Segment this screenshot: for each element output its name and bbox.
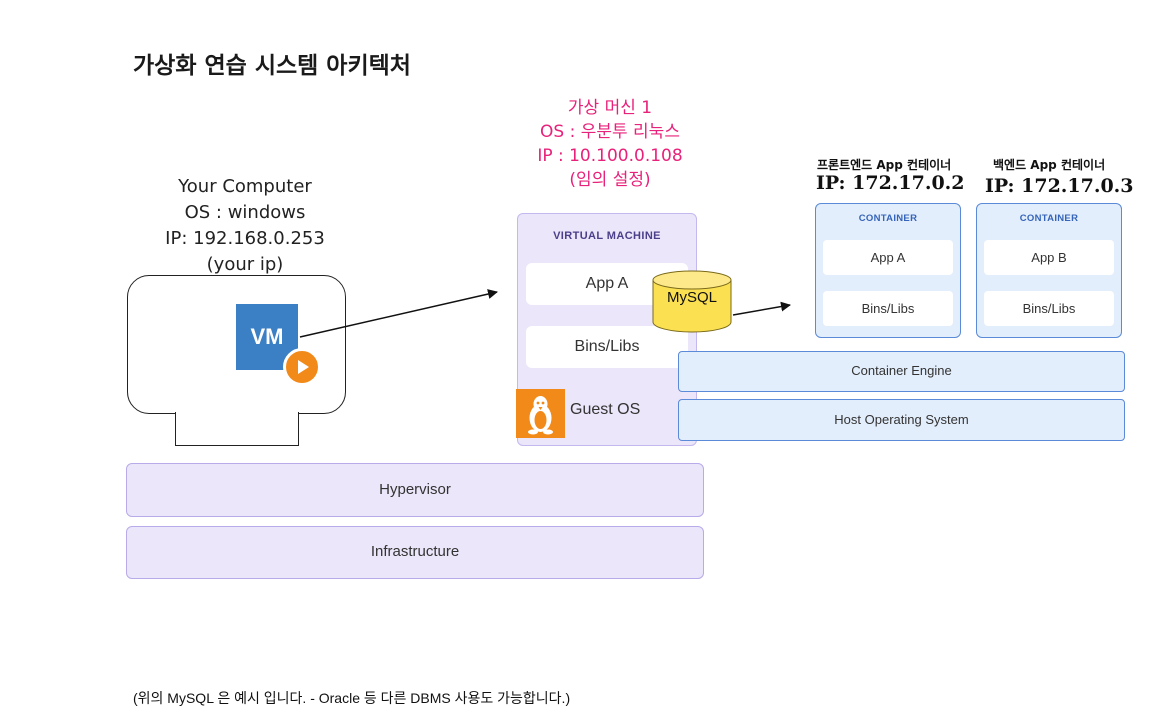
vm-bins-libs: Bins/Libs bbox=[526, 326, 688, 368]
mysql-label: MySQL bbox=[666, 289, 717, 306]
footnote: (위의 MySQL 은 예시 입니다. - Oracle 등 다른 DBMS 사… bbox=[133, 690, 571, 706]
your-computer-ip-note: (your ip) bbox=[206, 254, 284, 275]
frontend-container-title: 프론트엔드 App 컨테이너 bbox=[817, 158, 952, 172]
hypervisor-layer: Hypervisor bbox=[126, 463, 704, 517]
frontend-container-bins: Bins/Libs bbox=[823, 291, 953, 326]
vm-ip-note: (임의 설정) bbox=[569, 170, 651, 190]
page-title: 가상화 연습 시스템 아키텍처 bbox=[133, 53, 411, 79]
your-computer-name: Your Computer bbox=[178, 176, 312, 197]
virtual-machine-label: 가상 머신 1 OS : 우분투 리눅스 IP : 10.100.0.108 (… bbox=[490, 96, 730, 192]
vm-name: 가상 머신 1 bbox=[567, 98, 653, 118]
backend-container-app: App B bbox=[984, 240, 1114, 275]
your-computer-os: OS : windows bbox=[184, 202, 306, 223]
host-os-layer: Host Operating System bbox=[678, 399, 1125, 441]
your-computer-label: Your Computer OS : windows IP: 192.168.0… bbox=[110, 174, 380, 278]
vm-ip: IP : 10.100.0.108 bbox=[537, 146, 683, 166]
vm-guest-os: Guest OS bbox=[570, 401, 641, 418]
frontend-container-app: App A bbox=[823, 240, 953, 275]
mysql-database-icon bbox=[652, 270, 732, 334]
virtual-machine-title: VIRTUAL MACHINE bbox=[553, 230, 661, 242]
your-computer-ip: IP: 192.168.0.253 bbox=[165, 228, 325, 249]
frontend-container-header: CONTAINER bbox=[858, 213, 918, 224]
play-icon bbox=[283, 348, 321, 386]
monitor-stand bbox=[175, 412, 299, 446]
mysql-to-container-arrow bbox=[732, 301, 791, 316]
backend-container-ip: IP: 172.17.0.3 bbox=[985, 175, 1134, 197]
backend-container-title: 백엔드 App 컨테이너 bbox=[993, 158, 1106, 172]
linux-penguin-icon bbox=[516, 389, 565, 438]
vm-to-virtual-machine-arrow bbox=[299, 289, 498, 338]
backend-container-bins: Bins/Libs bbox=[984, 291, 1114, 326]
backend-container-header: CONTAINER bbox=[1019, 213, 1079, 224]
frontend-container-ip: IP: 172.17.0.2 bbox=[816, 172, 965, 194]
container-engine-layer: Container Engine bbox=[678, 351, 1125, 392]
infrastructure-layer: Infrastructure bbox=[126, 526, 704, 579]
vm-os: OS : 우분투 리눅스 bbox=[540, 122, 680, 142]
